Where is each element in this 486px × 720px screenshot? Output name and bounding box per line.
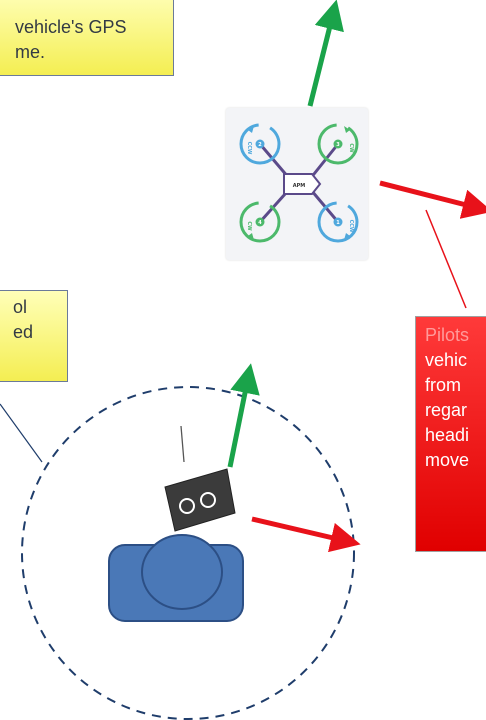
control-callout-leader (0, 403, 43, 463)
rotor-3-direction: CW (348, 143, 354, 153)
vehicle-right-arrow (379, 180, 486, 219)
rotor-1-direction: CCW (348, 220, 354, 233)
pilot-callout: Pilots vehic from regar headi move (415, 316, 486, 552)
controller-left-stick (179, 498, 195, 514)
rotor-4-direction: CW (246, 221, 252, 231)
pilot-callout-line-4: regar (425, 400, 468, 420)
pilot-right-arrow (251, 516, 361, 553)
rotor-4-direction-icon (248, 233, 254, 240)
pilot-callout-line-1: Pilots (425, 325, 470, 345)
vehicle-forward-arrow (307, 0, 344, 107)
controller-icon (164, 425, 236, 532)
rotor-2-number: 2 (258, 142, 262, 148)
rotor-3-number: 3 (336, 142, 340, 148)
rotor-2-direction-icon (248, 126, 254, 133)
rotor-2-hub (255, 139, 265, 149)
pilot-forward-arrow (227, 363, 260, 468)
rotor-1-direction-icon (344, 233, 350, 240)
quadcopter-panel: APM 2 CCW 3 CW 4 CW (226, 108, 368, 260)
rotor-4-ring (239, 201, 281, 243)
gps-callout: vehicle's GPS me. (0, 0, 174, 76)
gps-callout-line-1: vehicle's GPS (15, 17, 127, 37)
rotor-2: 2 CCW (239, 123, 281, 165)
pilot-range-circle (21, 386, 355, 720)
apm-board (283, 173, 322, 195)
pilot-callout-line-5: headi (425, 425, 470, 445)
rotor-1-number: 1 (336, 220, 340, 226)
pilot-head (141, 534, 223, 610)
rotor-1: 1 CCW (317, 201, 359, 243)
control-callout: ol ed (0, 290, 68, 382)
rotor-4: 4 CW (239, 201, 281, 243)
rotor-4-number: 4 (258, 220, 262, 226)
pilot-callout-leader (425, 209, 467, 309)
apm-label: APM (293, 183, 306, 189)
pilot-callout-line-3: from (425, 375, 461, 395)
rotor-2-ring (239, 123, 281, 165)
quadcopter-diagram: APM 2 CCW 3 CW 4 CW (239, 123, 359, 243)
gps-callout-line-2: me. (15, 42, 46, 62)
rotor-4-hub (255, 217, 265, 227)
rotor-3: 3 CW (317, 123, 359, 165)
rotor-3-ring (317, 123, 359, 165)
controller-antenna (180, 425, 185, 463)
rotor-1-ring (317, 201, 359, 243)
rotor-3-hub (333, 139, 343, 149)
control-callout-line-1: ol (13, 297, 28, 317)
rotor-2-direction: CCW (246, 142, 252, 155)
pilot-callout-line-6: move (425, 450, 470, 470)
control-callout-line-2: ed (13, 322, 34, 342)
controller-right-stick (200, 492, 216, 508)
pilot-callout-line-2: vehic (425, 350, 468, 370)
rotor-1-hub (333, 217, 343, 227)
pilot-icon (108, 534, 244, 622)
rotor-3-direction-icon (344, 126, 350, 133)
